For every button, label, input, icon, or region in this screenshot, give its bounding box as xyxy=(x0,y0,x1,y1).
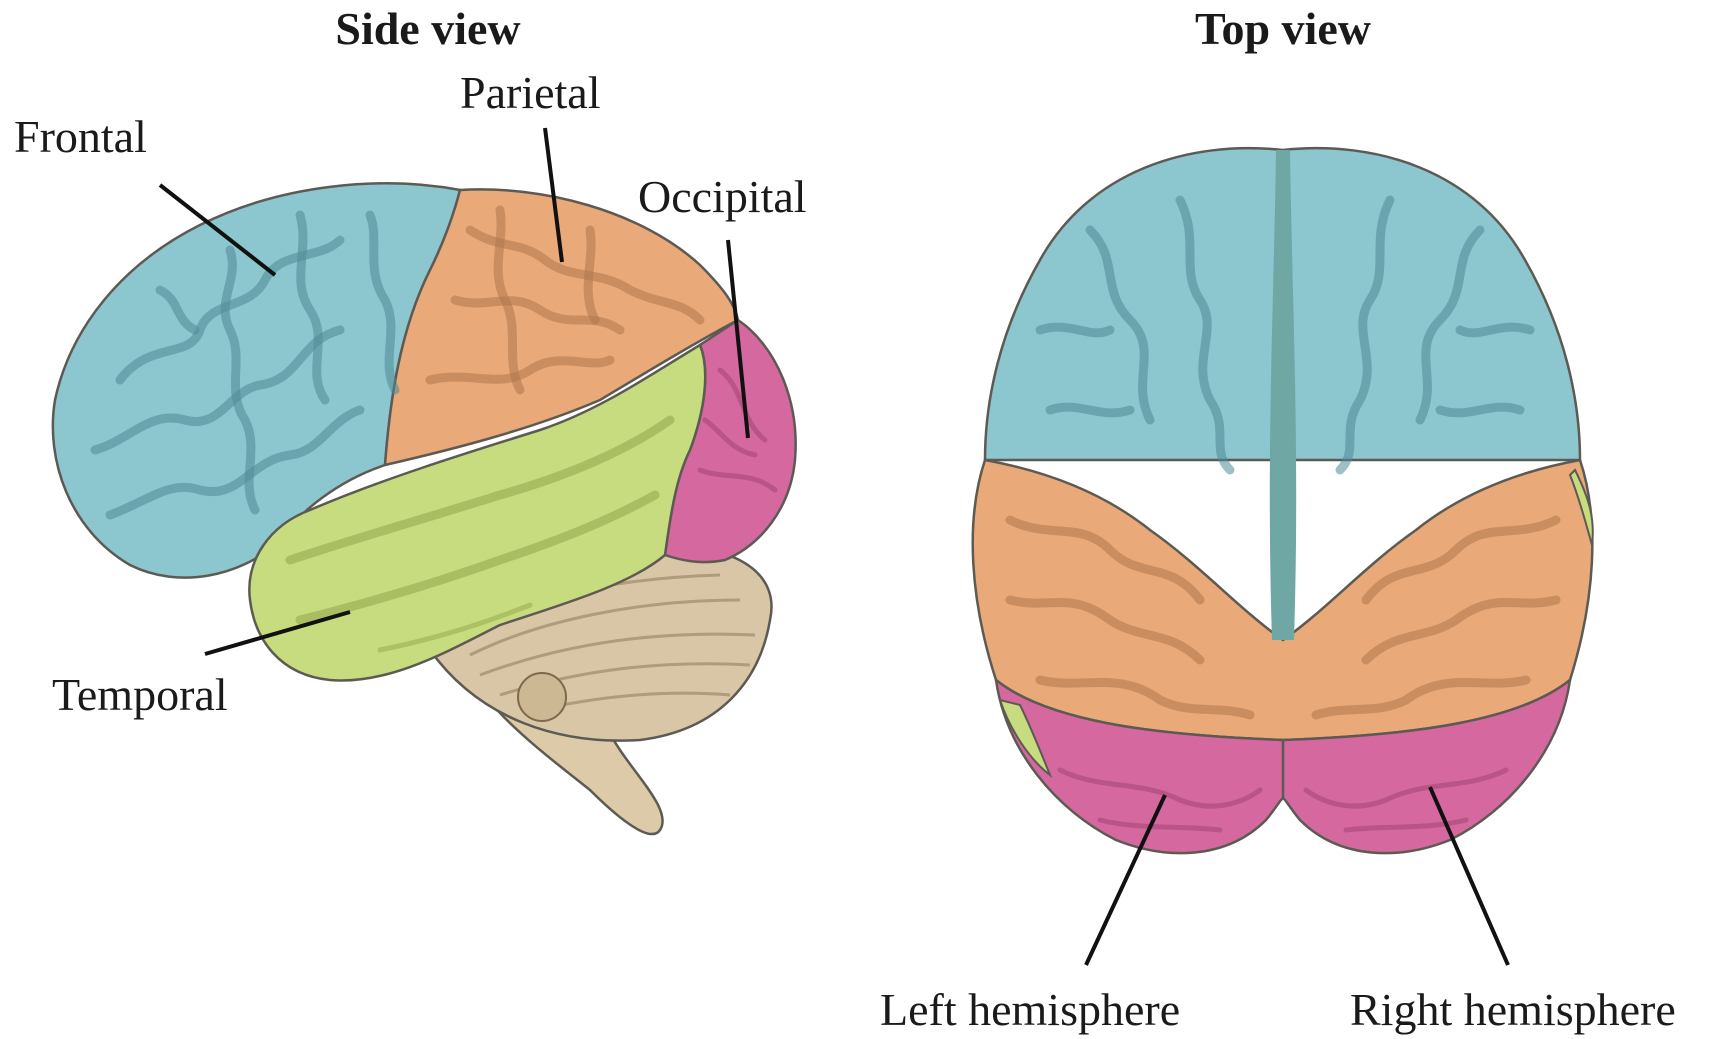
frontal-leader-line xyxy=(158,183,277,277)
occipital-label: Occipital xyxy=(638,171,807,222)
top-frontal-gyri xyxy=(1035,195,1535,475)
top-temporal-left-sliver xyxy=(998,698,1053,778)
left-hemisphere-label: Left hemisphere xyxy=(880,984,1180,1035)
side-parietal-lobe xyxy=(383,188,740,467)
occipital-leader-line xyxy=(726,239,750,439)
side-view-panel: Side view xyxy=(14,3,807,836)
frontal-label: Frontal xyxy=(14,111,147,162)
side-view-title: Side view xyxy=(335,3,520,54)
temporal-label: Temporal xyxy=(52,669,228,720)
top-occipital-gyri xyxy=(1057,767,1509,833)
side-temporal-gyri xyxy=(285,415,675,653)
parietal-label: Parietal xyxy=(460,67,601,118)
side-temporal-lobe xyxy=(248,343,707,682)
right-hemisphere-label: Right hemisphere xyxy=(1350,984,1676,1035)
side-frontal-gyri xyxy=(90,210,400,520)
temporal-leader-line xyxy=(204,610,351,656)
side-parietal-gyri xyxy=(425,205,705,395)
top-temporal-right-sliver xyxy=(1568,468,1594,546)
side-pons-knob xyxy=(517,672,567,722)
longitudinal-fissure xyxy=(1269,150,1297,640)
side-occipital-gyri xyxy=(697,367,778,493)
parietal-leader-line xyxy=(543,127,564,263)
top-view-title: Top view xyxy=(1195,3,1371,54)
top-parietal-gyri xyxy=(1005,515,1561,720)
left-hemisphere-leader-line xyxy=(1084,794,1167,966)
top-view-panel: Top view xyxy=(880,3,1676,1035)
right-hemisphere-leader-line xyxy=(1428,786,1510,966)
